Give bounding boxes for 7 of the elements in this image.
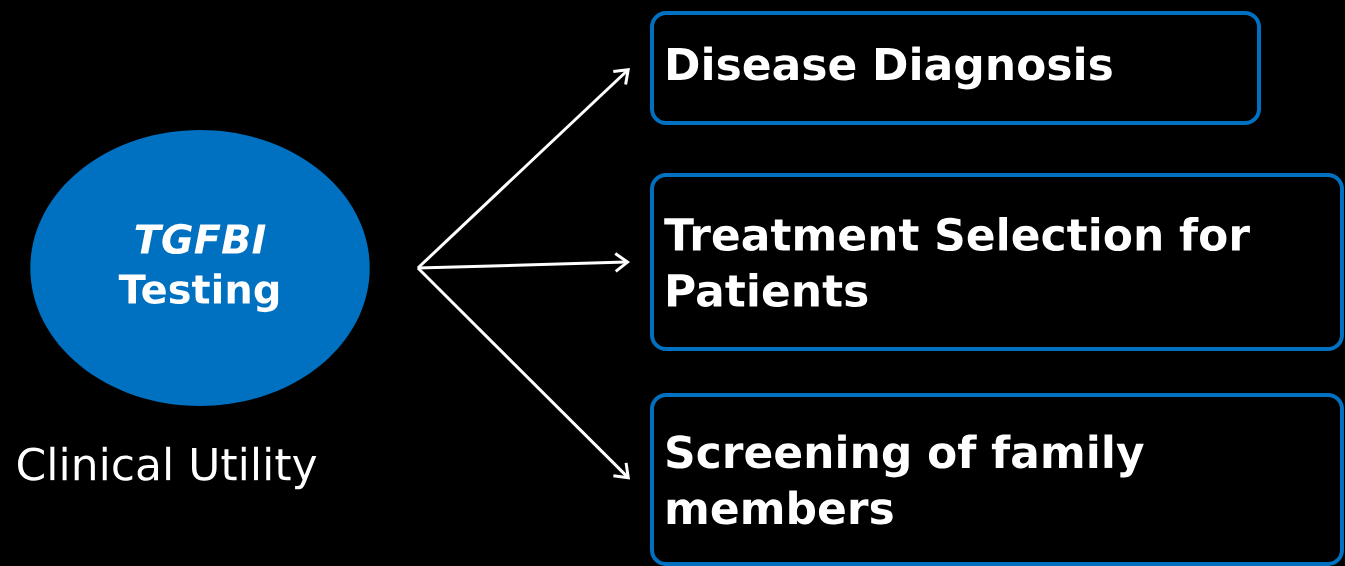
arrow <box>417 252 630 273</box>
arrow <box>416 68 630 270</box>
text-box: Treatment Selection for Patients <box>650 173 1344 351</box>
text-box: Disease Diagnosis <box>650 11 1261 125</box>
node-label: Clinical Utility <box>18 446 317 490</box>
text-box: Screening of family members <box>650 393 1344 566</box>
arrow <box>416 266 630 480</box>
